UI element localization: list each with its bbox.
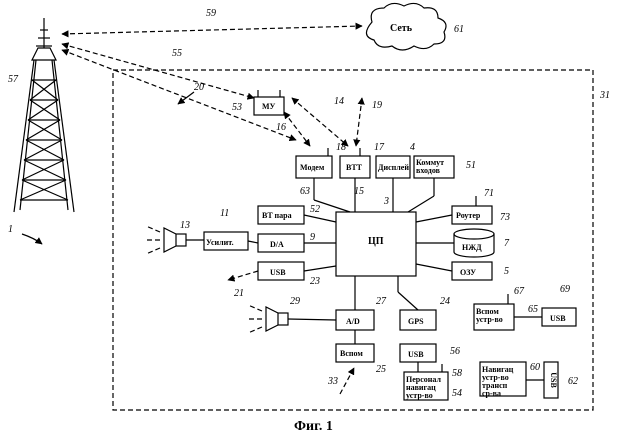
usb-vertical-label: USB bbox=[549, 372, 558, 388]
ref-33: 33 bbox=[327, 376, 338, 387]
da-label: D/A bbox=[270, 240, 284, 249]
cpu-gps-line-2 bbox=[398, 292, 418, 310]
figure-caption: Фиг. 1 bbox=[294, 419, 333, 434]
ref-67: 67 bbox=[514, 286, 525, 297]
ref-11: 11 bbox=[220, 208, 229, 219]
ref-29: 29 bbox=[290, 296, 300, 307]
ref-55: 55 bbox=[172, 48, 182, 59]
tower-mu-link bbox=[62, 44, 254, 98]
ram-label: ОЗУ bbox=[460, 268, 476, 277]
input-switch-label: Коммутвходов bbox=[416, 158, 444, 175]
ref-63: 63 bbox=[300, 186, 310, 197]
microphone-icon bbox=[246, 305, 336, 333]
ref-56: 56 bbox=[450, 346, 460, 357]
mu-modem-link bbox=[284, 112, 310, 146]
aux-device-label: Вспомустр-во bbox=[476, 307, 503, 324]
aux-label: Вспом bbox=[340, 349, 363, 358]
btt-label: BTT bbox=[346, 163, 363, 172]
ref-4: 4 bbox=[410, 142, 415, 153]
ref-54: 54 bbox=[452, 388, 462, 399]
ref-24: 24 bbox=[440, 296, 450, 307]
cpu-label: ЦП bbox=[368, 236, 384, 247]
usb-left-external-link bbox=[228, 271, 258, 280]
ref-51: 51 bbox=[466, 160, 476, 171]
ref-13: 13 bbox=[180, 220, 190, 231]
ref-20-arrow bbox=[178, 92, 194, 104]
usb-left-cpu-line bbox=[304, 266, 336, 271]
ref-27: 27 bbox=[376, 296, 387, 307]
ref-57: 57 bbox=[8, 74, 19, 85]
ref-73: 73 bbox=[500, 212, 510, 223]
ref-17: 17 bbox=[374, 142, 385, 153]
bt-pair-label: BT пара bbox=[262, 211, 292, 220]
ref-61: 61 bbox=[454, 24, 464, 35]
speaker-icon bbox=[144, 226, 204, 254]
gps-label: GPS bbox=[408, 317, 424, 326]
switch-cpu-line-2 bbox=[408, 196, 434, 212]
usb-bottom-label: USB bbox=[408, 350, 424, 359]
usb-right-label: USB bbox=[550, 314, 566, 323]
ref-1-arrow bbox=[22, 234, 42, 244]
ref-21: 21 bbox=[234, 288, 244, 299]
aux-external-link bbox=[340, 368, 354, 394]
ref-7: 7 bbox=[504, 238, 510, 249]
ref-71: 71 bbox=[484, 188, 494, 199]
ref-60: 60 bbox=[530, 362, 540, 373]
tower-network-link bbox=[62, 26, 362, 34]
ref-65: 65 bbox=[528, 304, 538, 315]
ad-label: A/D bbox=[346, 317, 360, 326]
modem-label: Модем bbox=[300, 163, 325, 172]
amplifier-label: Усилит. bbox=[206, 238, 234, 247]
ref-62: 62 bbox=[568, 376, 578, 387]
usb-left-label: USB bbox=[270, 268, 286, 277]
ref-20: 20 bbox=[194, 82, 204, 93]
external-btt-link bbox=[356, 98, 362, 146]
ref-31: 31 bbox=[599, 90, 610, 101]
ram-cpu-line bbox=[416, 264, 452, 271]
ref-19: 19 bbox=[372, 100, 382, 111]
ref-18: 18 bbox=[336, 142, 346, 153]
ref-9: 9 bbox=[310, 232, 315, 243]
ref-14: 14 bbox=[334, 96, 344, 107]
ref-53: 53 bbox=[232, 102, 242, 113]
ref-52: 52 bbox=[310, 204, 320, 215]
ref-23: 23 bbox=[310, 276, 320, 287]
tower-modem-link bbox=[62, 50, 296, 140]
ref-59: 59 bbox=[206, 8, 216, 19]
router-label: Роутер bbox=[456, 211, 481, 220]
network-label: Сеть bbox=[390, 23, 413, 34]
cell-tower-icon bbox=[14, 18, 74, 212]
ref-25: 25 bbox=[376, 364, 386, 375]
ref-5: 5 bbox=[504, 266, 509, 277]
ref-16: 16 bbox=[276, 122, 286, 133]
router-cpu-line bbox=[416, 215, 452, 222]
amp-da-line bbox=[248, 241, 258, 243]
ref-1: 1 bbox=[8, 224, 13, 235]
mu-label: МУ bbox=[262, 102, 276, 111]
bt-pair-cpu-line bbox=[304, 215, 336, 222]
hdd-label: НЖД bbox=[462, 243, 482, 252]
ref-58: 58 bbox=[452, 368, 462, 379]
ref-3: 3 bbox=[383, 196, 389, 207]
display-label: Дисплей bbox=[378, 163, 409, 172]
ref-69: 69 bbox=[560, 284, 570, 295]
